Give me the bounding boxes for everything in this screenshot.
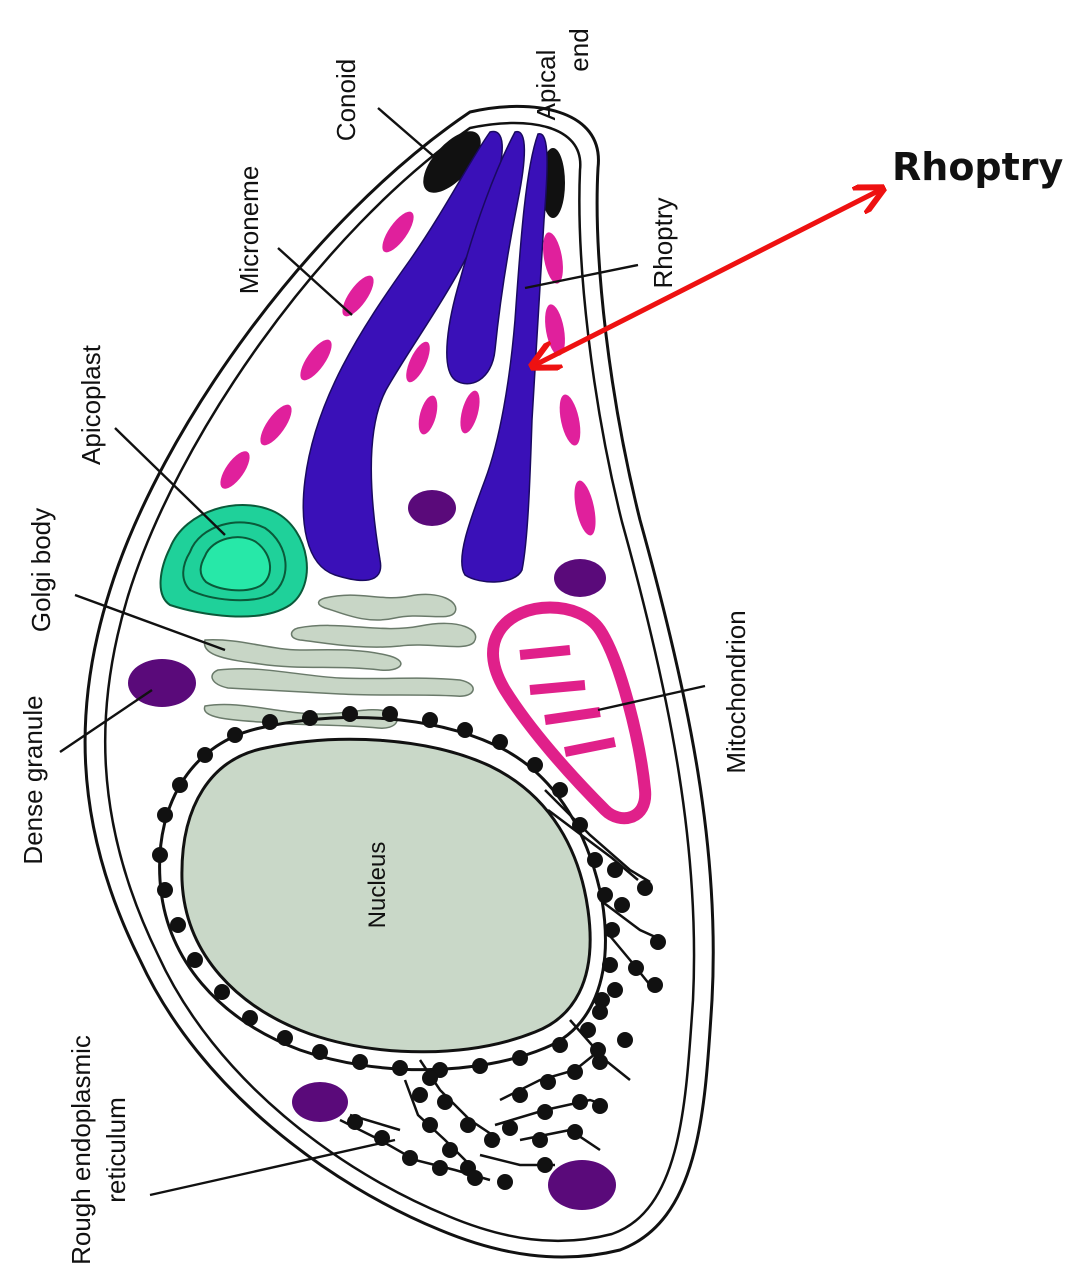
ribosome-dot (157, 807, 173, 823)
ribosome-dot (572, 1094, 588, 1110)
ribosome-dot (392, 1060, 408, 1076)
label-dense-granule: Dense granule (18, 695, 48, 864)
ribosome-dot (580, 1022, 596, 1038)
ribosome-dot (597, 887, 613, 903)
label-golgi-body: Golgi body (26, 508, 56, 632)
ribosome-dot (614, 897, 630, 913)
ribosome-dot (567, 1064, 583, 1080)
label-microneme: Microneme (234, 166, 264, 295)
ribosome-dot (422, 712, 438, 728)
ribosome-dot (537, 1157, 553, 1173)
label-rough-er-1: Rough endoplasmic (66, 1035, 96, 1265)
ribosome-dot (637, 880, 653, 896)
ribosome-dot (170, 917, 186, 933)
label-rhoptry: Rhoptry (648, 197, 678, 288)
ribosome-dot (437, 1094, 453, 1110)
ribosome-dot (342, 706, 358, 722)
ribosome-dot (602, 957, 618, 973)
callout-label: Rhoptry (892, 145, 1064, 189)
ribosome-dot (460, 1117, 476, 1133)
ribosome-dot (552, 782, 568, 798)
ribosome-dot (604, 922, 620, 938)
ribosome-dot (647, 977, 663, 993)
ribosome-dot (422, 1070, 438, 1086)
ribosome-dot (502, 1120, 518, 1136)
label-apical-end-2: end (564, 28, 594, 71)
ribosome-dot (552, 1037, 568, 1053)
ribosome-dot (432, 1160, 448, 1176)
ribosome-dot (467, 1170, 483, 1186)
ribosome-dot (347, 1114, 363, 1130)
ribosome-dot (492, 734, 508, 750)
label-nucleus: Nucleus (364, 842, 391, 929)
ribosome-dot (587, 852, 603, 868)
label-apical-end-1: Apical (531, 50, 561, 121)
ribosome-dot (628, 960, 644, 976)
ribosome-dot (457, 722, 473, 738)
ribosome-dot (187, 952, 203, 968)
ribosome-dot (607, 982, 623, 998)
ribosome-dot (512, 1050, 528, 1066)
ribosome-dot (214, 984, 230, 1000)
label-apicoplast: Apicoplast (76, 344, 106, 465)
ribosome-dot (302, 710, 318, 726)
ribosome-dot (382, 706, 398, 722)
ribosome-dot (512, 1087, 528, 1103)
ribosome-dot (472, 1058, 488, 1074)
ribosome-dot (312, 1044, 328, 1060)
leader-conoid (378, 108, 438, 160)
ribosome-dot (592, 1004, 608, 1020)
ribosome-dot (497, 1174, 513, 1190)
ribosome-dot (197, 747, 213, 763)
ribosome-dot (607, 862, 623, 878)
ribosome-dot (527, 757, 543, 773)
ribosome-dot (617, 1032, 633, 1048)
ribosome-dot (262, 714, 278, 730)
ribosome-dot (532, 1132, 548, 1148)
ribosome-dot (277, 1030, 293, 1046)
ribosome-dot (402, 1150, 418, 1166)
label-conoid: Conoid (331, 59, 361, 141)
ribosome-dot (592, 1098, 608, 1114)
ribosome-dot (242, 1010, 258, 1026)
ribosome-dot (484, 1132, 500, 1148)
ribosome-dot (540, 1074, 556, 1090)
ribosome-dot (422, 1117, 438, 1133)
ribosome-dot (227, 727, 243, 743)
ribosome-dot (152, 847, 168, 863)
ribosome-dot (650, 934, 666, 950)
ribosome-dot (157, 882, 173, 898)
ribosome-dot (537, 1104, 553, 1120)
ribosome-dot (172, 777, 188, 793)
ribosome-dot (590, 1042, 606, 1058)
ribosome-dot (567, 1124, 583, 1140)
ribosome-dot (442, 1142, 458, 1158)
ribosome-dot (572, 817, 588, 833)
ribosome-dot (352, 1054, 368, 1070)
label-rough-er-2: reticulum (101, 1097, 131, 1202)
label-mitochondrion: Mitochondrion (721, 610, 751, 773)
ribosome-dot (412, 1087, 428, 1103)
